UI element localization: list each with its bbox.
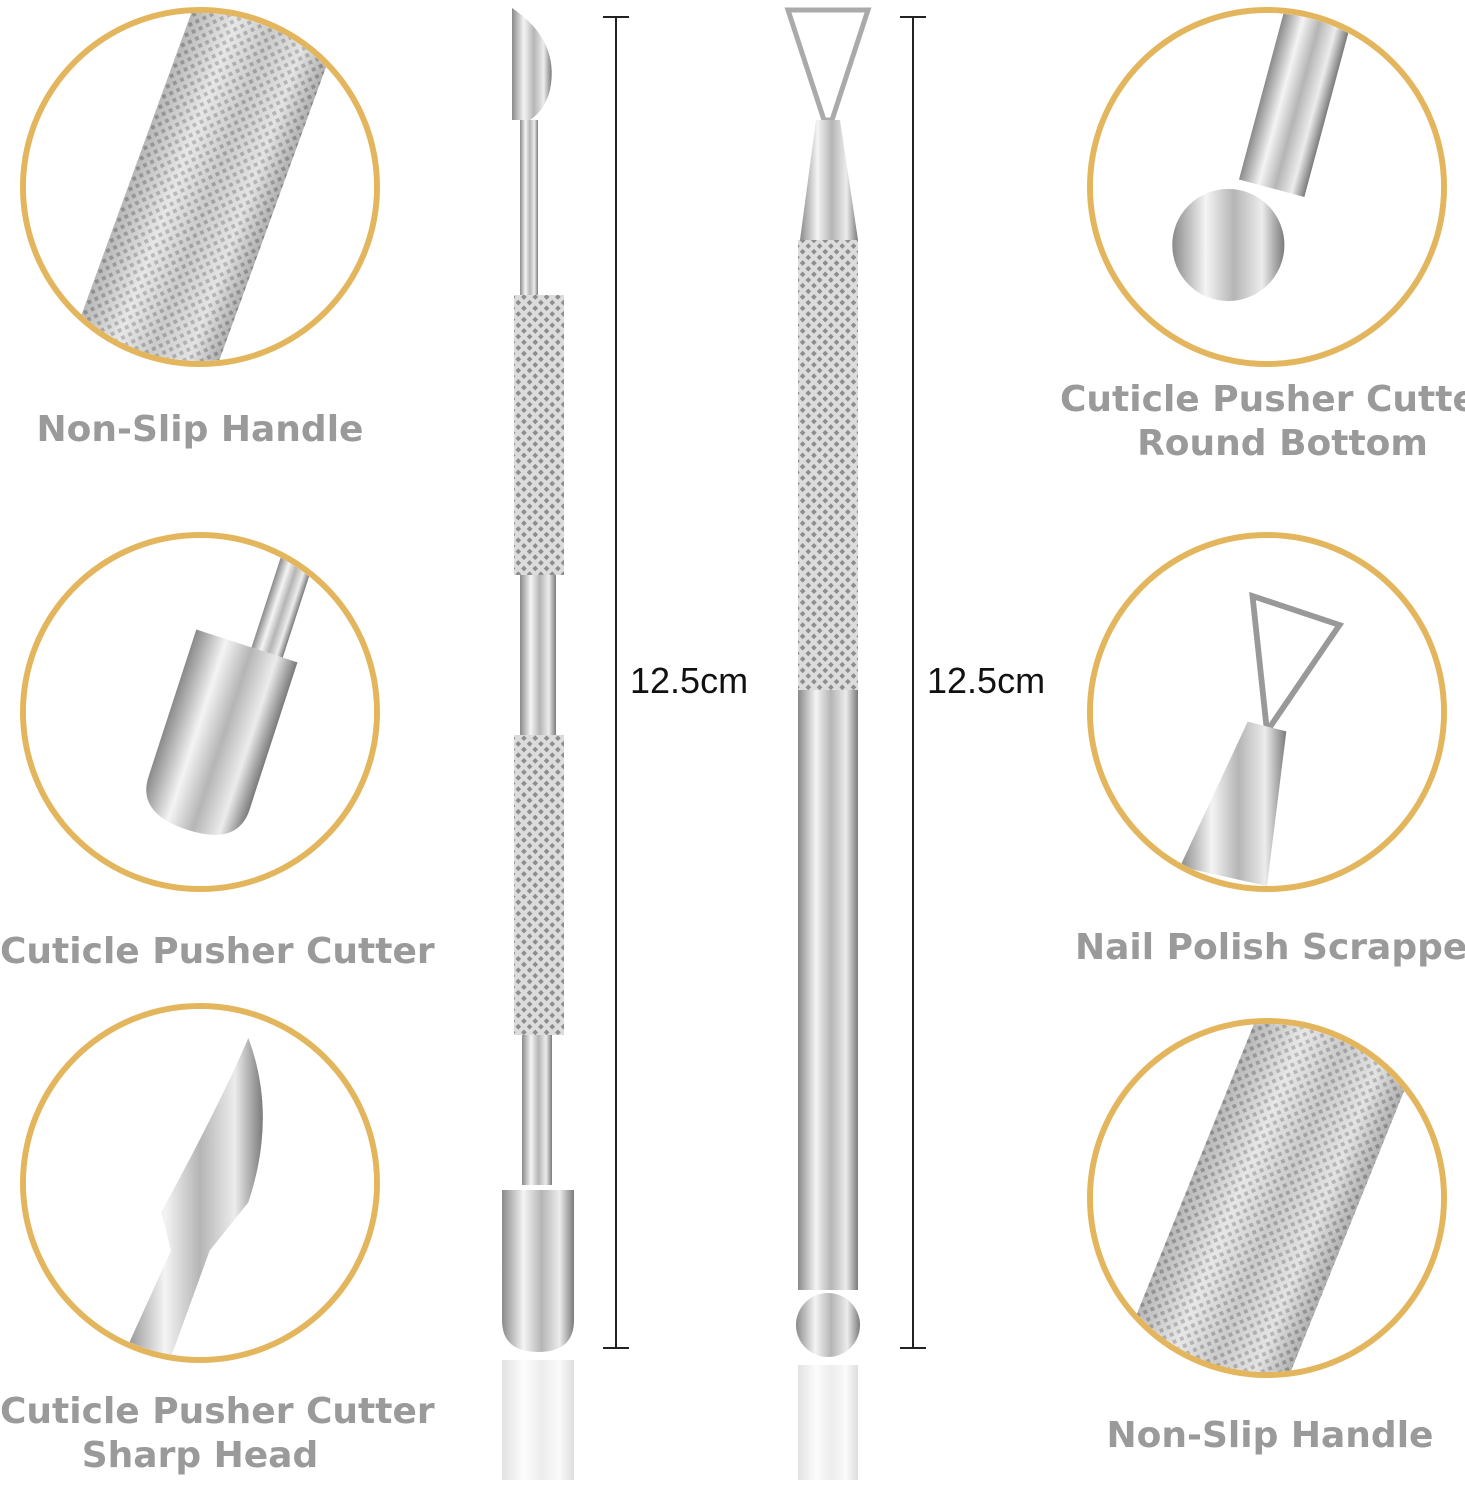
dimension-tick <box>603 1347 629 1349</box>
sharp-head-closeup <box>20 1003 380 1363</box>
dimension-label-2: 12.5cm <box>927 660 1046 701</box>
dimension-tick <box>900 16 926 18</box>
dimension-tick <box>603 16 629 18</box>
feature-label-non-slip-handle: Non-Slip Handle <box>1106 1415 1434 1456</box>
feature-label-cuticle-pusher-cutter: Cuticle Pusher Cutter <box>0 931 435 972</box>
label-line-2: Sharp Head <box>81 1435 319 1476</box>
round-bottom-closeup <box>1087 7 1447 367</box>
label-line-1: Cuticle Pusher Cutter <box>1060 379 1465 420</box>
feature-label-nail-polish-scrapper: Nail Polish Scrapper <box>1075 927 1465 968</box>
dimension-line-1 <box>615 17 617 1349</box>
knurled-handle-closeup <box>1087 1018 1447 1378</box>
label-line-1: Cuticle Pusher Cutter <box>0 1391 435 1432</box>
pusher-head-closeup <box>20 532 380 892</box>
dimension-tick <box>900 1347 926 1349</box>
feature-label-sharp-head: Cuticle Pusher Cutter Sharp Head <box>0 1390 435 1478</box>
triangle-scraper-closeup <box>1087 532 1447 892</box>
cuticle-pusher-tool <box>502 8 574 1480</box>
knurled-handle-closeup <box>20 7 380 367</box>
feature-label-round-bottom: Cuticle Pusher Cutter Round Bottom <box>1060 378 1465 466</box>
label-line-2: Round Bottom <box>1137 423 1428 464</box>
dimension-label-1: 12.5cm <box>630 660 749 701</box>
feature-label-non-slip-handle: Non-Slip Handle <box>36 409 364 450</box>
dimension-line-2 <box>912 17 914 1349</box>
scraper-tool <box>784 7 872 1480</box>
